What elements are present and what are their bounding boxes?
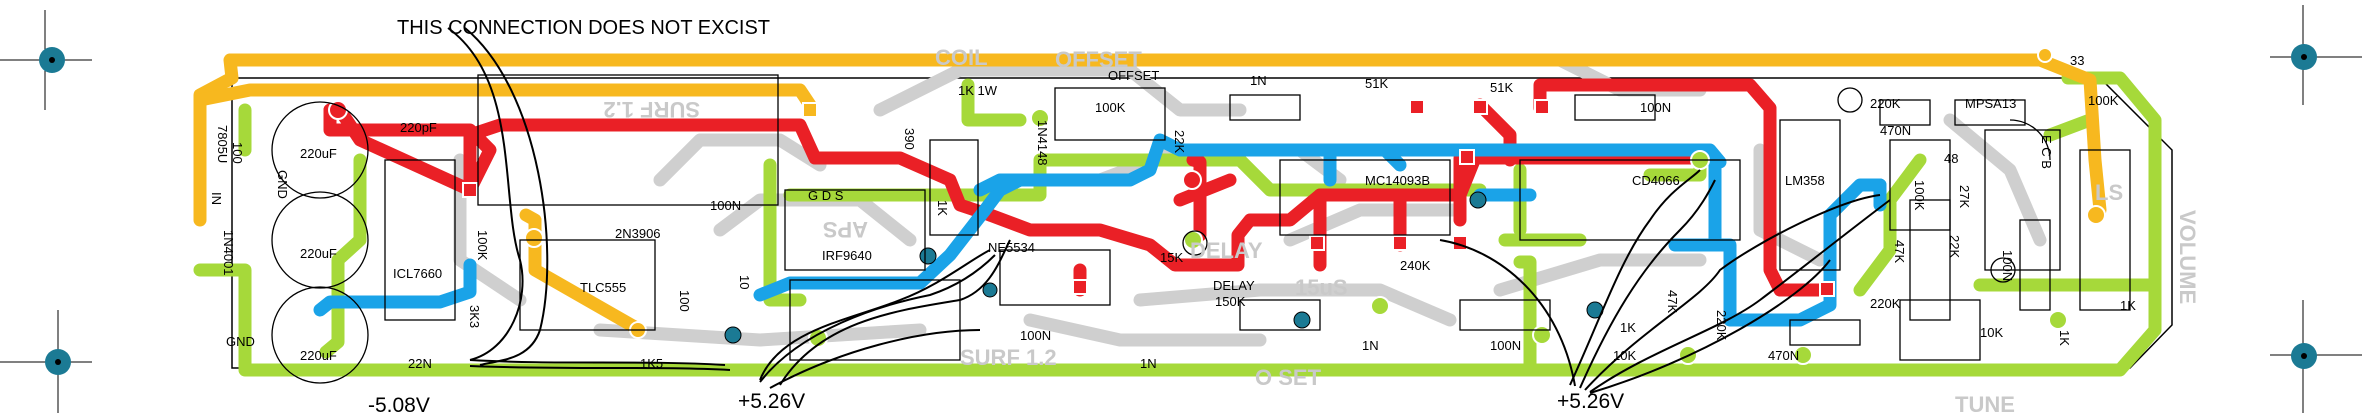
label-mc14093b: MC14093B (1365, 173, 1430, 188)
label-10k-small: 10K (1613, 348, 1636, 363)
annotation-note: THIS CONNECTION DOES NOT EXCIST (397, 17, 770, 39)
registration-dots (39, 44, 2317, 375)
label-3k3: 3K3 (467, 305, 482, 328)
label-10: 10 (737, 275, 752, 289)
label-47k-b: 47K (1892, 240, 1907, 263)
silk-oset: O SET (1255, 365, 1322, 390)
red-traces (323, 78, 1837, 297)
label-220uf-1: 220uF (300, 146, 337, 161)
label-220k-a: 220K (1714, 310, 1729, 341)
silk-coil: COIL (935, 45, 988, 70)
label-icl7660: ICL7660 (393, 266, 442, 281)
silk-15us: 15uS (1295, 275, 1348, 300)
silk-ls: LS (2095, 180, 2123, 205)
label-240k: 240K (1400, 258, 1431, 273)
voltage-pos-right: +5.26V (1557, 390, 1624, 413)
label-7805u: 7805U (215, 125, 230, 163)
component-labels: 7805U IN 100 GND 220pF 220uF 220uF 220uF… (209, 53, 2136, 371)
label-48: 48 (1944, 151, 1958, 166)
voltage-neg: -5.08V (368, 394, 430, 413)
label-1k1w: 1K 1W (958, 83, 998, 98)
silk-tune: TUNE (1955, 392, 2015, 413)
label-220uf-3: 220uF (300, 348, 337, 363)
label-100-b: 100 (677, 290, 692, 312)
label-2n3906: 2N3906 (615, 226, 661, 241)
label-1k-vol: 1K (2120, 298, 2136, 313)
label-51k-b: 51K (1490, 80, 1513, 95)
pads (724, 191, 1604, 344)
label-150k: 150K (1215, 294, 1246, 309)
hand-drawn-wires (447, 27, 1891, 394)
silk-aps: APS (823, 217, 868, 242)
label-lm358: LM358 (1785, 173, 1825, 188)
label-22n: 22N (408, 356, 432, 371)
label-100k-r: 100K (1912, 180, 1927, 211)
label-cd4066: CD4066 (1632, 173, 1680, 188)
label-100n-left: 100N (710, 198, 741, 213)
label-gnd-bottom: GND (226, 334, 255, 349)
label-100k-top: 100K (2088, 93, 2119, 108)
label-100n-mid: 100N (1020, 328, 1051, 343)
label-irf9640: IRF9640 (822, 248, 872, 263)
ghost-labels: COIL OFFSET SURF 1.2 APS 15uS SURF 1.2 O… (603, 45, 2200, 413)
label-1n4148: 1N4148 (1035, 120, 1050, 166)
label-220uf-2: 220uF (300, 246, 337, 261)
label-15k: 15K (1160, 250, 1183, 265)
label-ne5534: NE5534 (988, 240, 1035, 255)
label-ecb: E C B (2039, 135, 2054, 169)
label-1k-b: 1K (1620, 320, 1636, 335)
label-gds: G D S (808, 188, 844, 203)
label-33: 33 (2070, 53, 2084, 68)
silk-surf-bottom: SURF 1.2 (960, 345, 1057, 370)
label-51k-a: 51K (1365, 76, 1388, 91)
label-1n-a: 1N (1140, 356, 1157, 371)
label-1k5: 1K5 (640, 356, 663, 371)
label-27k: 27K (1957, 185, 1972, 208)
silk-delay-ghost: DELAY (1190, 238, 1263, 263)
label-100n-r: 100N (2000, 250, 2015, 281)
label-100k-left: 100K (475, 230, 490, 261)
label-10k-pot: 10K (1980, 325, 2003, 340)
component-outlines (271, 74, 2131, 384)
label-470n-b: 470N (1880, 123, 1911, 138)
label-1k: 1K (935, 200, 950, 216)
label-220k-c: 220K (1870, 296, 1901, 311)
silk-offset-ghost: OFFSET (1055, 47, 1142, 72)
label-100n-c: 100N (1490, 338, 1521, 353)
label-1n-c: 1N (1362, 338, 1379, 353)
label-c100: 100 (230, 142, 245, 164)
silk-surf-top: SURF 1.2 (603, 97, 700, 122)
label-in: IN (209, 192, 224, 205)
label-220k-b: 220K (1870, 96, 1901, 111)
label-tlc555: TLC555 (580, 280, 626, 295)
label-offset: OFFSET (1108, 68, 1159, 83)
label-1n-b: 1N (1250, 73, 1267, 88)
label-1n4001: 1N4001 (221, 230, 236, 276)
label-47k: 47K (1665, 290, 1680, 313)
label-gnd-top: GND (275, 170, 290, 199)
label-mpsa13: MPSA13 (1965, 96, 2016, 111)
label-22k: 22K (1172, 130, 1187, 153)
label-22k-b: 22K (1947, 235, 1962, 258)
label-1k-r: 1K (2057, 330, 2072, 346)
label-100n-top: 100N (1640, 100, 1671, 115)
label-delay: DELAY (1213, 278, 1255, 293)
red-pads (328, 99, 1835, 297)
label-220pf: 220pF (400, 120, 437, 135)
silk-volume: VOLUME (2175, 210, 2200, 304)
label-100k-off: 100K (1095, 100, 1126, 115)
label-470n-a: 470N (1768, 348, 1799, 363)
label-390: 390 (902, 128, 917, 150)
voltage-pos-left: +5.26V (738, 390, 805, 413)
